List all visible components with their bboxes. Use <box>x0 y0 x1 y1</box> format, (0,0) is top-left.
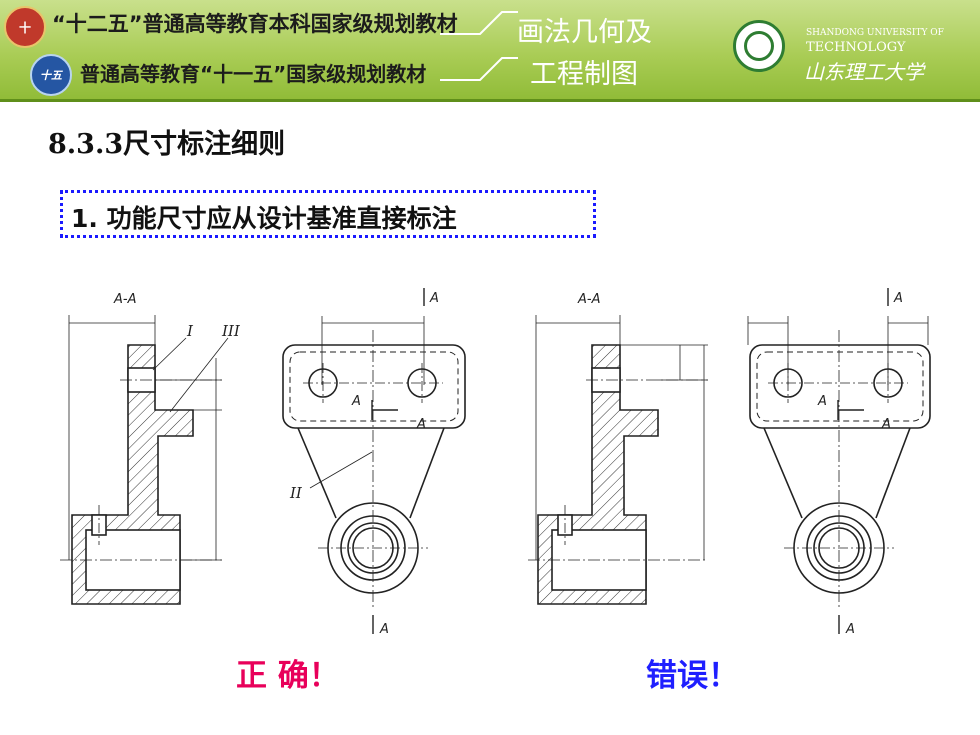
section-title: 8.3.3尺寸标注细则 <box>48 129 286 160</box>
book-title-line2: 工程制图 <box>530 59 638 90</box>
verdict-wrong: 错误！ <box>646 658 739 694</box>
mark-two: II <box>289 484 303 502</box>
mark-three: III <box>221 322 241 340</box>
header-bottom-rule <box>0 99 980 102</box>
series-label-twelfth: “十二五”普通高等教育本科国家级规划教材 <box>52 12 458 36</box>
university-name-en-line1: SHANDONG UNIVERSITY OF <box>806 28 944 38</box>
right-inner-section-mark-a2: A <box>881 417 891 432</box>
rule-text: 1. 功能尺寸应从设计基准直接标注 <box>71 204 457 233</box>
header-divider-icon <box>440 11 518 81</box>
emblem-eleventh-five-year-icon: 十五 <box>30 54 72 96</box>
left-inner-section-mark-a1: A <box>351 394 361 409</box>
right-inner-section-mark-a1: A <box>817 394 827 409</box>
university-logo-icon <box>733 20 785 72</box>
university-name-cn: 山东理工大学 <box>804 60 924 84</box>
left-inner-section-mark-a2: A <box>416 417 426 432</box>
right-front-view: A A A A <box>747 288 931 637</box>
verdict-correct: 正 确！ <box>236 658 340 694</box>
left-view-label-top: A <box>429 291 439 306</box>
left-section-label: A-A <box>113 292 136 307</box>
left-section-view: A-A I III <box>60 292 241 605</box>
right-section-label: A-A <box>577 292 600 307</box>
series-label-eleventh: 普通高等教育“十一五”国家级规划教材 <box>80 62 427 86</box>
left-front-view: A A A II A <box>282 288 466 637</box>
university-name-en-line2: TECHNOLOGY <box>806 40 906 55</box>
right-view-label-bottom: A <box>845 622 855 637</box>
left-view-label-bottom: A <box>379 622 389 637</box>
book-title-line1: 画法几何及 <box>517 17 652 48</box>
emblem-twelfth-five-year-icon: 十 <box>4 6 46 48</box>
rule-box: 1. 功能尺寸应从设计基准直接标注 <box>60 190 596 238</box>
right-view-label-top: A <box>893 291 903 306</box>
right-section-view: A-A <box>528 292 708 605</box>
header-banner: 十 “十二五”普通高等教育本科国家级规划教材 十五 普通高等教育“十一五”国家级… <box>0 0 980 102</box>
mark-one: I <box>186 322 194 340</box>
